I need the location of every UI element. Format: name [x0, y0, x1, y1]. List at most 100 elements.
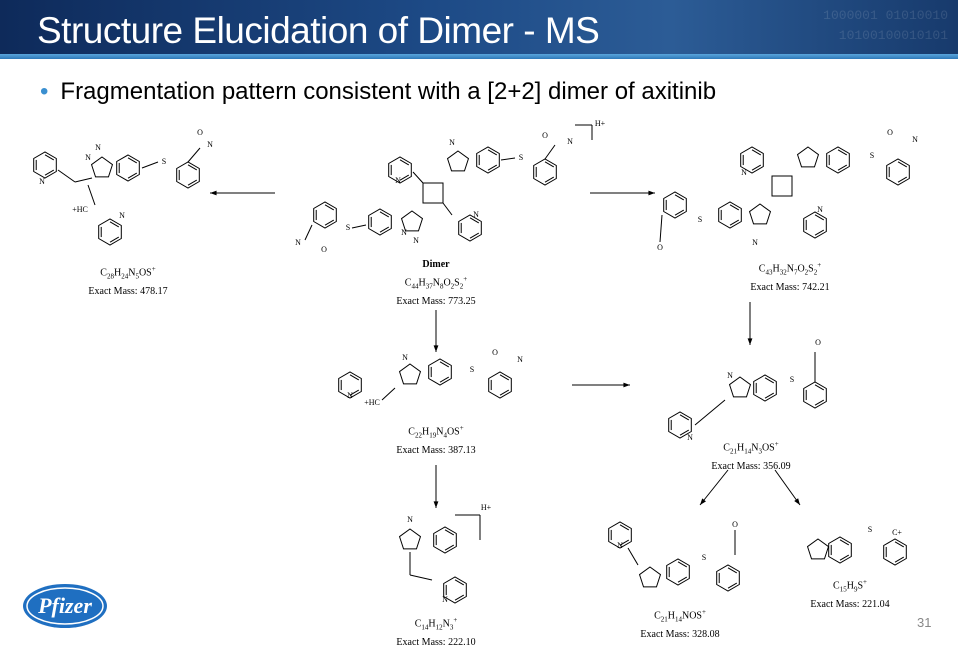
- double-bond: [729, 204, 740, 211]
- double-bond: [399, 159, 410, 166]
- arrow-head: [623, 382, 630, 388]
- atom-label: N: [727, 371, 733, 380]
- bond: [627, 547, 639, 566]
- atom-label: N: [85, 153, 91, 162]
- bond: [304, 224, 313, 241]
- slide-title: Structure Elucidation of Dimer - MS: [37, 10, 600, 51]
- double-bond: [109, 236, 120, 243]
- double-bond: [127, 172, 138, 179]
- atom-label: S: [790, 375, 794, 384]
- atom-label: N: [473, 210, 479, 219]
- atom-label: N: [413, 236, 419, 245]
- double-bond: [814, 214, 825, 221]
- compound-name: Dimer: [422, 259, 450, 270]
- double-bond: [894, 541, 905, 548]
- ring: [803, 381, 827, 409]
- atom-label: N: [752, 238, 758, 247]
- arrow-head: [747, 338, 753, 345]
- double-bond: [324, 204, 335, 211]
- ring: [388, 156, 412, 184]
- double-bond: [379, 226, 390, 233]
- compound-mass: Exact Mass: 328.08: [640, 629, 720, 641]
- atom-label: O: [492, 348, 498, 357]
- double-bond: [814, 384, 825, 391]
- double-bond: [499, 374, 510, 381]
- arrow-head: [700, 498, 706, 505]
- bond: [500, 157, 516, 161]
- compound-label: C14H12N3+ Exact Mass: 222.10: [396, 613, 475, 650]
- atom-label: C+: [892, 528, 902, 537]
- bullet-icon: •: [40, 78, 49, 105]
- double-bond: [729, 219, 740, 226]
- compound-formula: C28H24N5OS+: [100, 265, 156, 281]
- atom-label: N: [449, 138, 455, 147]
- header-divider: [0, 54, 958, 59]
- ring: [338, 371, 362, 399]
- double-bond: [727, 582, 738, 589]
- bond: [351, 224, 367, 229]
- ring: [400, 210, 424, 232]
- ring: [398, 363, 422, 385]
- page-number: 31: [917, 615, 932, 630]
- double-bond: [814, 399, 825, 406]
- compound-label: C28H24N5OS+Exact Mass: 478.17: [88, 262, 167, 299]
- double-bond: [751, 164, 762, 171]
- compound-formula: C43H32N7O2S2+: [758, 261, 822, 277]
- watermark-line: 1000001 01010010: [823, 8, 948, 23]
- compound-label: C43H32N7O2S2+Exact Mass: 742.21: [750, 258, 829, 295]
- double-bond: [324, 219, 335, 226]
- atom-label: S: [346, 223, 350, 232]
- double-bond: [677, 561, 688, 568]
- bond: [659, 214, 663, 243]
- bond: [381, 387, 396, 401]
- atom-label: N: [912, 135, 918, 144]
- double-bond: [751, 149, 762, 156]
- atom-label: S: [870, 151, 874, 160]
- double-bond: [764, 377, 775, 384]
- ring: [753, 374, 777, 402]
- double-bond: [379, 211, 390, 218]
- bond: [699, 469, 729, 506]
- atom-label: N: [617, 541, 623, 550]
- ring: [533, 158, 557, 186]
- double-bond: [469, 232, 480, 239]
- double-bond: [674, 194, 685, 201]
- double-bond: [894, 556, 905, 563]
- ring: [638, 566, 662, 588]
- double-bond: [127, 157, 138, 164]
- bond: [409, 574, 433, 581]
- atom-label: N: [207, 140, 213, 149]
- bond: [544, 144, 556, 160]
- double-bond: [544, 176, 555, 183]
- ring: [428, 358, 452, 386]
- ring: [803, 211, 827, 239]
- ring: [740, 146, 764, 174]
- atom-label: N: [39, 177, 45, 186]
- compound-formula: C14H12N3+: [414, 616, 458, 632]
- pfizer-logo: Pfizer: [23, 584, 107, 628]
- ring: [313, 201, 337, 229]
- compound-formula: C15H9S+: [833, 578, 867, 594]
- compound-formula: C22H19N4OS+: [408, 424, 464, 440]
- compound-formula: C44H37N8O2S2+: [404, 275, 468, 291]
- double-bond: [454, 594, 465, 601]
- compound-mass: Exact Mass: 222.10: [396, 637, 476, 649]
- bond: [87, 184, 96, 206]
- atom-label: N: [517, 355, 523, 364]
- double-bond: [677, 576, 688, 583]
- atom-label: N: [567, 137, 573, 146]
- atom-label: S: [470, 365, 474, 374]
- atom-label: N: [687, 433, 693, 442]
- cyclobutane-ring: [422, 182, 444, 204]
- atom-label: O: [542, 131, 548, 140]
- atom-label: O: [657, 243, 663, 252]
- atom-label: +HC: [364, 398, 380, 407]
- ring: [90, 156, 114, 178]
- atom-label: S: [162, 157, 166, 166]
- ring: [828, 536, 852, 564]
- bullet-point: •Fragmentation pattern consistent with a…: [40, 78, 716, 106]
- double-bond: [839, 539, 850, 546]
- atom-label: N: [295, 238, 301, 247]
- double-bond: [837, 164, 848, 171]
